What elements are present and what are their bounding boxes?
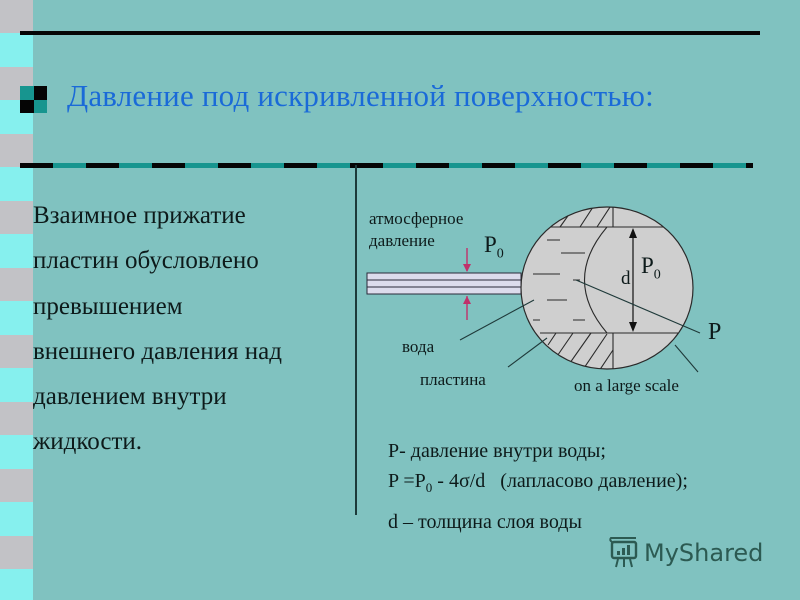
label-large-scale: on a large scale	[574, 376, 679, 395]
slide-title: Давление под искривленной поверхностью:	[67, 78, 654, 113]
legend-line-1: P- давление внутри воды;	[388, 440, 606, 462]
legend-line-3: d – толщина слоя воды	[388, 511, 582, 533]
formula-legend: P- давление внутри воды; P =P0 - 4σ/d (л…	[388, 436, 688, 537]
label-water: вода	[402, 337, 435, 356]
label-p: P	[708, 319, 722, 345]
legend-line-2: P =P0 - 4σ/d (лапласово давление);	[388, 470, 688, 495]
vertical-divider	[355, 165, 357, 515]
body-line: жидкости.	[33, 428, 143, 456]
body-line: превышением	[33, 292, 183, 320]
body-line: давлением внутри	[33, 383, 227, 411]
dashed-rule	[20, 163, 753, 168]
label-plate: пластина	[420, 370, 486, 389]
body-line: внешнего давления над	[33, 337, 282, 365]
body-line: пластин обусловлено	[33, 247, 259, 275]
body-text: Взаимное прижатие пластин обусловлено пр…	[33, 193, 353, 465]
magnified-view	[520, 206, 694, 370]
presentation-board-icon	[609, 537, 638, 568]
plates	[366, 272, 522, 295]
body-line: Взаимное прижатие	[33, 202, 246, 229]
leader-lines	[459, 279, 701, 373]
label-p0-outer: P0	[484, 232, 504, 262]
title-bullet-icon	[20, 86, 47, 113]
pressure-arrows-icon	[463, 248, 471, 320]
watermark-text: MyShared	[644, 539, 764, 567]
label-d: d	[621, 268, 631, 289]
label-atmospheric-pressure: атмосферное давление	[369, 209, 464, 250]
myshared-watermark[interactable]: MyShared	[608, 536, 763, 570]
label-p0-inner: P0	[641, 253, 661, 283]
top-rule	[20, 31, 760, 35]
